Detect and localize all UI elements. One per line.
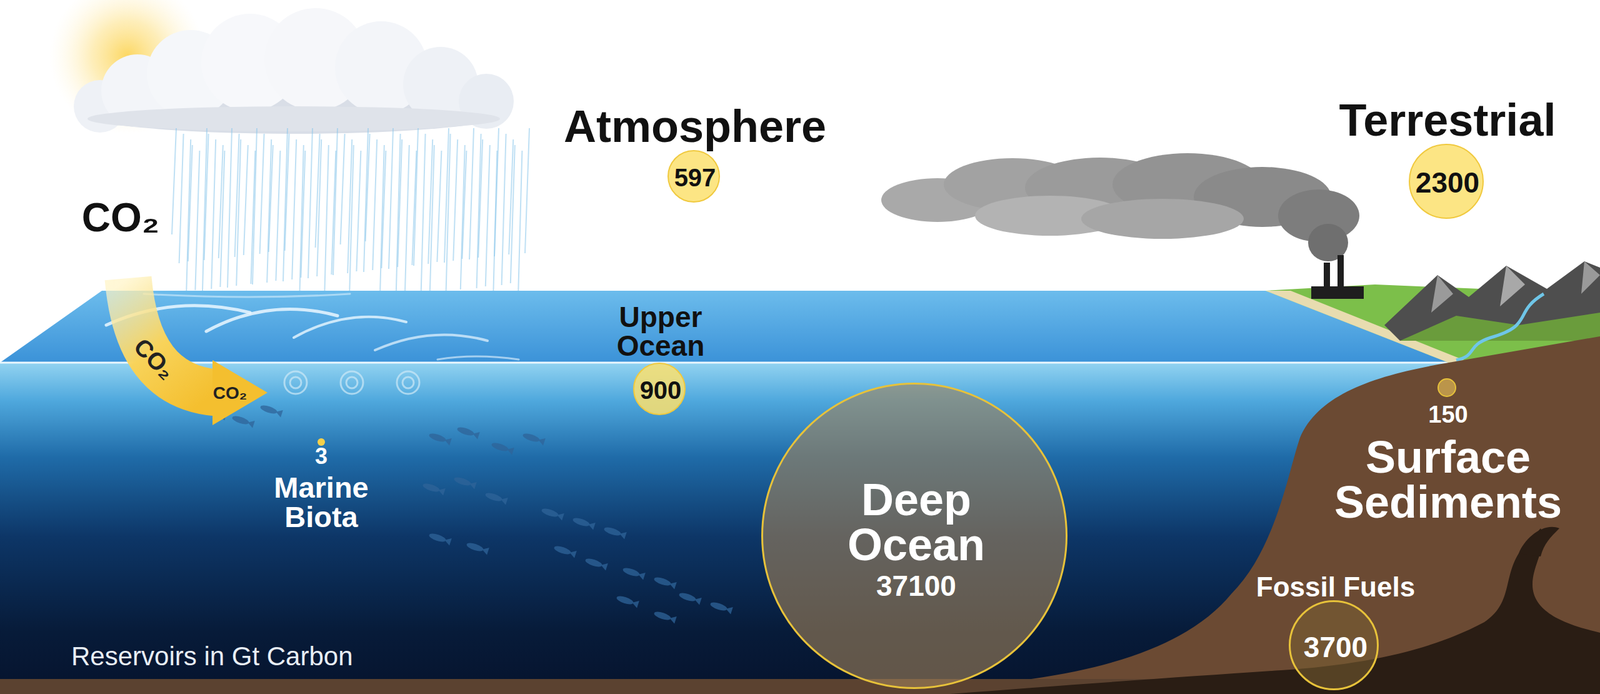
co2-uptake-arrow [128,278,268,425]
surface-sediments-reservoir: 150Surface Sediments [1437,378,1457,397]
reservoir-label: 150 [1428,402,1468,427]
marine-biota-reservoir: 3Marine Biota [317,438,325,446]
mountains [1384,261,1600,341]
co2-arrow-label: CO₂ [129,333,179,384]
factory [1311,255,1364,299]
fossil-fuel-plume [1518,526,1560,557]
reservoir-value: Marine Biota [258,472,384,532]
atmosphere-reservoir: Atmosphere597 [667,150,720,203]
mixing-swirls [284,371,420,394]
upper-ocean-reservoir: Upper Ocean900 [633,362,686,415]
reservoir-value: Surface Sediments [1313,434,1583,525]
smoke-cloud [881,153,1360,262]
reservoir-label: Deep Ocean [822,476,1010,567]
terrestrial-reservoir: Terrestrial2300 [1408,143,1484,219]
reservoir-label: Fossil Fuels [1256,573,1415,601]
fish-school [203,403,734,624]
reservoir-value: 37100 [876,571,957,600]
reservoir-value: 597 [674,165,717,190]
rain [171,128,530,315]
reservoir-label: Terrestrial [1339,97,1557,143]
reservoir-label: Atmosphere [563,103,827,149]
reservoir-label: Upper Ocean [604,302,717,360]
co2-label: CO₂ [81,197,160,238]
waterline [0,361,1457,364]
reservoir-value: 3700 [1303,632,1368,662]
units-note: Reservoirs in Gt Carbon [71,643,354,670]
reservoir-value: 900 [640,377,682,403]
co2-arrow-label: CO₂ [213,384,247,402]
fossil-fuels-reservoir: Fossil Fuels3700 [1288,600,1379,690]
reservoir-label: 3 [315,445,328,468]
ocean-surface [0,290,1449,363]
rain-cloud [73,8,514,134]
reservoir-value: 2300 [1415,168,1480,197]
deep-ocean-reservoir: Deep Ocean 37100 [761,382,1068,689]
